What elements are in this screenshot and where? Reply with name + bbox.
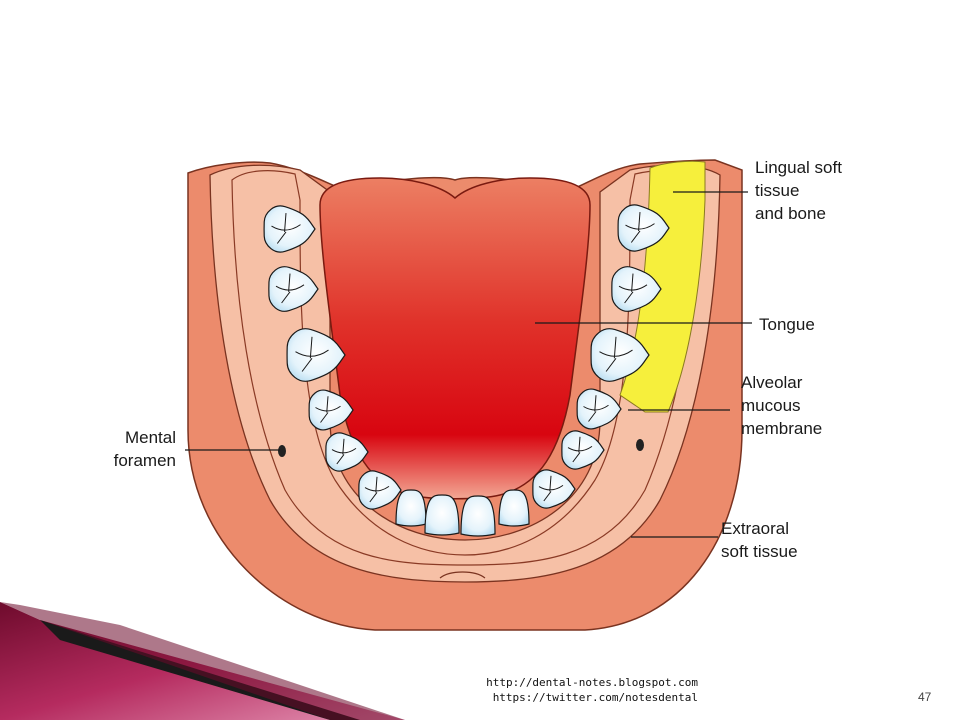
label-mental-foramen: Mental foramen [96, 426, 176, 472]
front-teeth [395, 489, 530, 537]
label-line: and bone [755, 204, 826, 223]
tooth [263, 205, 316, 253]
tooth [576, 388, 622, 430]
tooth [590, 328, 650, 382]
label-line: tissue [755, 181, 800, 200]
label-line: soft tissue [721, 542, 798, 561]
right-teeth [532, 204, 670, 509]
label-line: Extraoral [721, 519, 790, 538]
tooth [561, 430, 605, 470]
tooth [268, 266, 319, 312]
label-tongue: Tongue [759, 313, 815, 336]
label-line: foramen [113, 451, 176, 470]
tooth [395, 489, 427, 527]
label-line: mucous [741, 396, 801, 415]
tooth [460, 495, 496, 537]
tooth [286, 328, 346, 382]
tooth [611, 266, 662, 312]
jaw-diagram [187, 159, 743, 631]
label-lingual-soft-tissue-and-bone: Lingual soft tissue and bone [755, 156, 842, 225]
mental-foramen-right [636, 439, 644, 451]
footer-links: http://dental-notes.blogspot.com https:/… [470, 675, 698, 705]
left-teeth [263, 205, 402, 510]
page-number: 47 [918, 690, 932, 704]
tooth [498, 489, 530, 527]
label-extraoral-soft-tissue: Extraoral soft tissue [721, 517, 798, 563]
tooth [358, 470, 402, 510]
label-line: Mental [124, 428, 176, 447]
tooth [308, 389, 354, 431]
label-line: membrane [741, 419, 823, 438]
tooth [617, 204, 670, 252]
tongue [319, 177, 591, 500]
mental-foramen-left [278, 445, 286, 457]
footer-blog-link[interactable]: http://dental-notes.blogspot.com [486, 676, 698, 689]
label-alveolar-mucous-membrane: Alveolar mucous membrane [741, 371, 822, 440]
tooth [325, 432, 369, 472]
tooth [424, 494, 460, 536]
footer-twitter-link[interactable]: https://twitter.com/notesdental [492, 691, 698, 704]
slide-decoration [0, 602, 405, 720]
label-line: Tongue [759, 315, 815, 334]
label-line: Lingual soft [755, 158, 842, 177]
tooth [532, 469, 576, 509]
leader-lines [185, 191, 752, 538]
label-line: Alveolar [741, 373, 803, 392]
